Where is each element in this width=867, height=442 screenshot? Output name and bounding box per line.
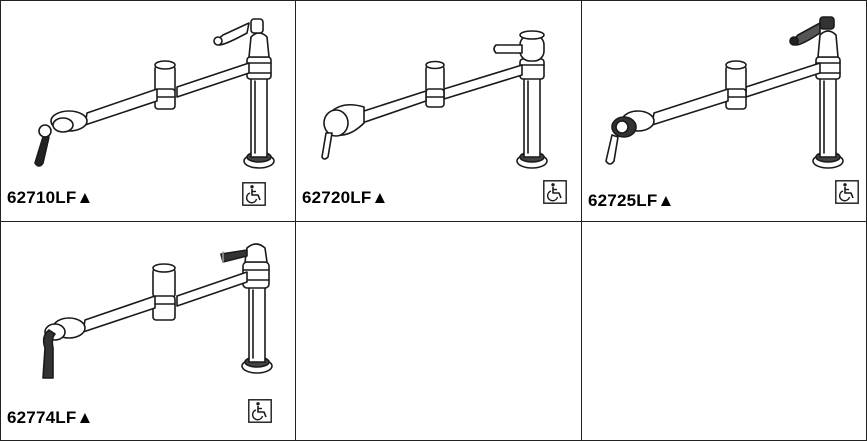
- model-number: 62725LF▲: [588, 191, 675, 210]
- wheelchair-icon: [242, 182, 266, 206]
- product-cell-62710lf[interactable]: 62710LF▲: [0, 0, 296, 222]
- faucet-62720lf-illustration: [321, 30, 548, 169]
- model-number: 62720LF▲: [302, 188, 389, 207]
- product-cell-62725lf[interactable]: 62725LF▲: [581, 0, 867, 222]
- model-number: 62710LF▲: [7, 188, 94, 207]
- faucet-62710lf-illustration: [34, 18, 275, 169]
- empty-cell: [581, 221, 867, 441]
- faucet-62725lf-illustration: [605, 16, 844, 169]
- wheelchair-icon: [835, 180, 859, 204]
- wheelchair-icon: [543, 180, 567, 204]
- product-cell-62720lf[interactable]: 62720LF▲: [295, 0, 582, 222]
- wheelchair-icon: [248, 399, 272, 423]
- faucet-62774lf-illustration: [42, 243, 273, 379]
- product-cell-62774lf[interactable]: 62774LF▲: [0, 221, 296, 441]
- model-number: 62774LF▲: [7, 408, 94, 427]
- empty-cell: [295, 221, 582, 441]
